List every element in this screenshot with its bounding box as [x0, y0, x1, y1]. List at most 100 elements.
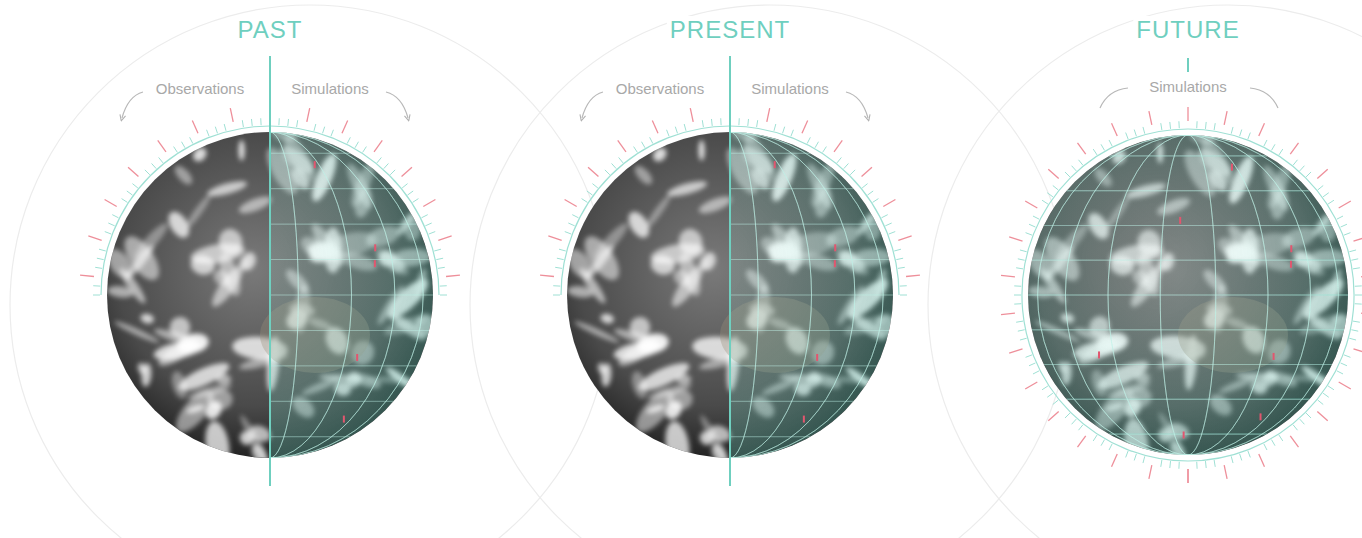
minor-tick — [1231, 127, 1233, 134]
minor-tick — [619, 157, 623, 162]
minor-tick — [438, 267, 445, 268]
panel-label: Simulations — [748, 80, 832, 97]
simulation-tint — [270, 132, 433, 458]
data-marker — [1260, 413, 1262, 420]
minor-tick — [347, 137, 350, 143]
minor-tick — [582, 199, 588, 203]
minor-tick — [434, 249, 441, 251]
minor-tick — [413, 199, 419, 203]
cloud — [667, 262, 707, 310]
divider-line — [269, 56, 271, 486]
minor-tick — [1318, 185, 1323, 189]
minor-tick — [807, 137, 810, 143]
major-tick — [548, 236, 561, 240]
divider-line — [729, 56, 731, 486]
cloud — [202, 420, 233, 472]
label-holder: Observations — [153, 80, 247, 97]
major-tick — [834, 140, 842, 151]
minor-tick — [1214, 123, 1215, 130]
major-tick — [802, 121, 808, 134]
major-tick — [423, 200, 435, 207]
minor-tick — [1026, 233, 1033, 236]
minor-tick — [774, 124, 776, 131]
minor-tick — [429, 232, 436, 235]
minor-tick — [667, 130, 670, 137]
minor-tick — [1042, 200, 1048, 204]
minor-tick — [1047, 393, 1053, 397]
minor-tick — [747, 119, 749, 126]
minor-tick — [1169, 461, 1171, 468]
minor-tick — [1029, 363, 1035, 366]
minor-tick — [684, 124, 686, 131]
minor-tick — [553, 295, 560, 296]
data-marker — [374, 244, 376, 251]
minor-tick — [207, 130, 210, 137]
label-holder: FUTURE — [1133, 16, 1242, 44]
major-tick — [374, 140, 382, 151]
cloud — [113, 319, 160, 345]
minor-tick — [555, 267, 562, 268]
major-tick — [1001, 313, 1015, 314]
grid-line — [730, 132, 812, 458]
minor-tick — [1328, 200, 1334, 204]
minor-tick — [1026, 355, 1033, 358]
minor-tick — [1014, 303, 1021, 304]
grid-line — [270, 132, 352, 458]
grid-line — [730, 132, 855, 458]
panel-label: Simulations — [288, 80, 372, 97]
panel-heading: FUTURE — [1133, 16, 1242, 44]
major-tick — [1077, 143, 1085, 154]
panel-heading: PRESENT — [667, 16, 793, 44]
major-tick — [883, 200, 895, 207]
data-marker — [314, 161, 316, 168]
minor-tick — [1264, 444, 1267, 450]
minor-tick — [105, 232, 112, 235]
minor-tick — [1065, 413, 1070, 418]
minor-tick — [642, 142, 646, 148]
grid-line — [1067, 190, 1310, 191]
grid-line — [1109, 155, 1267, 156]
minor-tick — [1020, 338, 1027, 340]
globe-disc — [1028, 135, 1348, 455]
cloud — [708, 442, 731, 468]
minor-tick — [1134, 130, 1136, 137]
minor-tick — [377, 157, 381, 162]
grid-line — [730, 132, 883, 458]
minor-tick — [572, 215, 578, 218]
minor-tick — [1355, 285, 1362, 286]
minor-tick — [720, 118, 721, 125]
cloud — [166, 314, 194, 342]
minor-tick — [612, 163, 617, 168]
minor-tick — [1231, 456, 1233, 463]
minor-tick — [1341, 363, 1347, 366]
major-tick — [88, 236, 101, 240]
minor-tick — [837, 157, 841, 162]
grid-line — [270, 132, 423, 458]
minor-tick — [421, 215, 427, 218]
cloud — [239, 140, 245, 161]
minor-tick — [425, 223, 431, 226]
minor-tick — [152, 163, 157, 168]
cloud — [139, 312, 155, 325]
major-tick — [1317, 411, 1327, 420]
cloud — [578, 231, 626, 286]
curved-arrow — [846, 92, 868, 118]
minor-tick — [1205, 461, 1207, 468]
minor-tick — [440, 285, 447, 286]
major-tick — [898, 236, 911, 240]
minor-tick — [1349, 250, 1356, 252]
data-marker — [774, 161, 776, 168]
minor-tick — [363, 147, 367, 153]
major-tick — [1149, 465, 1152, 479]
data-marker — [1183, 431, 1185, 438]
minor-tick — [174, 147, 178, 153]
cloud — [216, 226, 246, 258]
major-tick — [1187, 107, 1188, 121]
minor-tick — [553, 285, 560, 286]
major-tick — [80, 275, 94, 276]
minor-tick — [1047, 193, 1053, 197]
curved-arrow — [582, 92, 603, 118]
minor-tick — [896, 258, 903, 259]
minor-tick — [95, 267, 102, 268]
minor-tick — [702, 120, 703, 127]
